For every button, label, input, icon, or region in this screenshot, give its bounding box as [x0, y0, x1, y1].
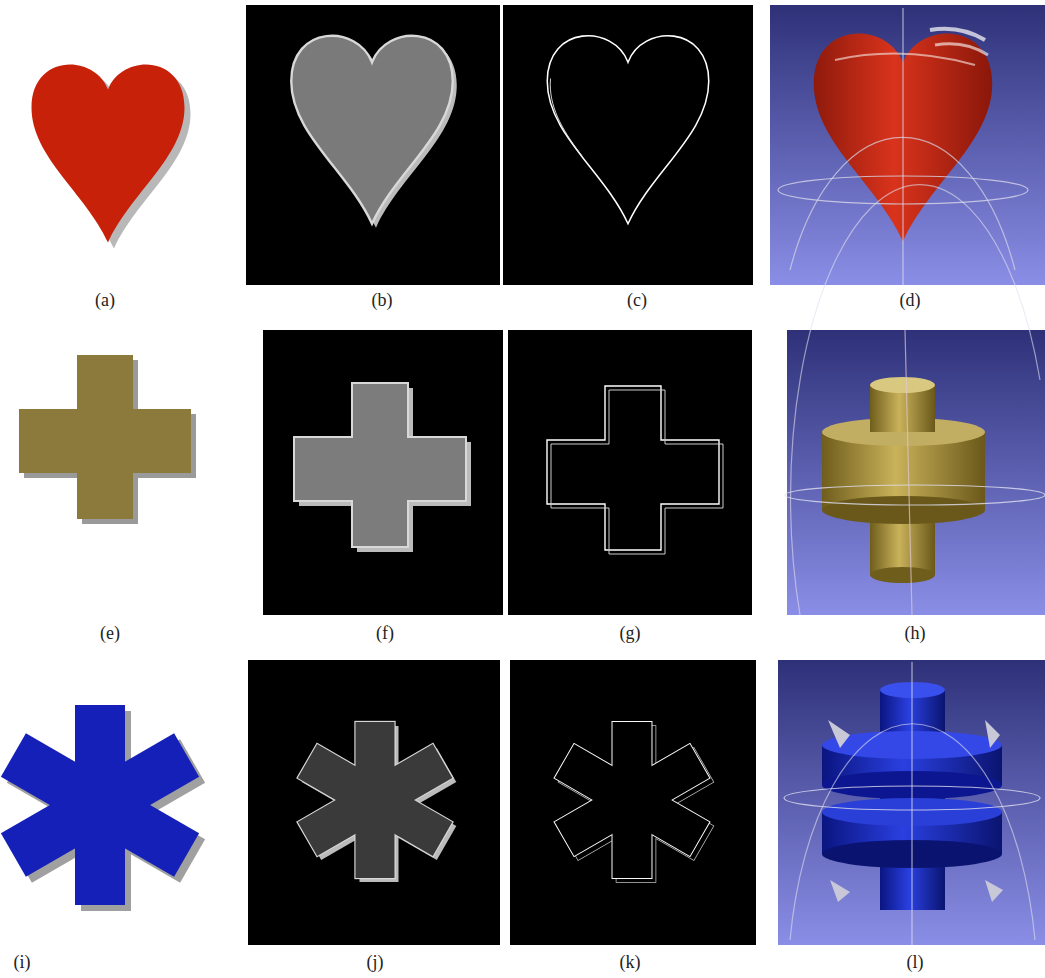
asterisk-edge-panel [510, 660, 756, 945]
panel-label: (e) [100, 623, 120, 645]
asterisk-image [1, 705, 205, 911]
cross-gray-panel [263, 330, 503, 615]
panel-label: (d) [900, 290, 921, 312]
heart-image [31, 64, 190, 248]
cross-3d-render [785, 185, 1045, 615]
cross-edge-panel [508, 330, 752, 615]
panel-label: (l) [907, 952, 924, 974]
panel-label: (j) [367, 952, 384, 974]
heart-3d-render [770, 5, 1045, 285]
asterisk-3d-render [778, 660, 1045, 945]
cross-image [19, 355, 196, 524]
panel-label: (c) [627, 290, 647, 312]
panel-label: (b) [372, 290, 393, 312]
panel-label: (h) [905, 623, 926, 645]
panel-label: (i) [14, 952, 31, 974]
panel-label: (f) [376, 623, 394, 645]
heart-edge-panel [503, 5, 753, 285]
panel-label: (k) [620, 952, 641, 974]
heart-gray-panel [246, 5, 500, 285]
panel-label: (g) [620, 623, 641, 645]
asterisk-gray-panel [248, 660, 500, 945]
panel-label: (a) [95, 290, 115, 312]
